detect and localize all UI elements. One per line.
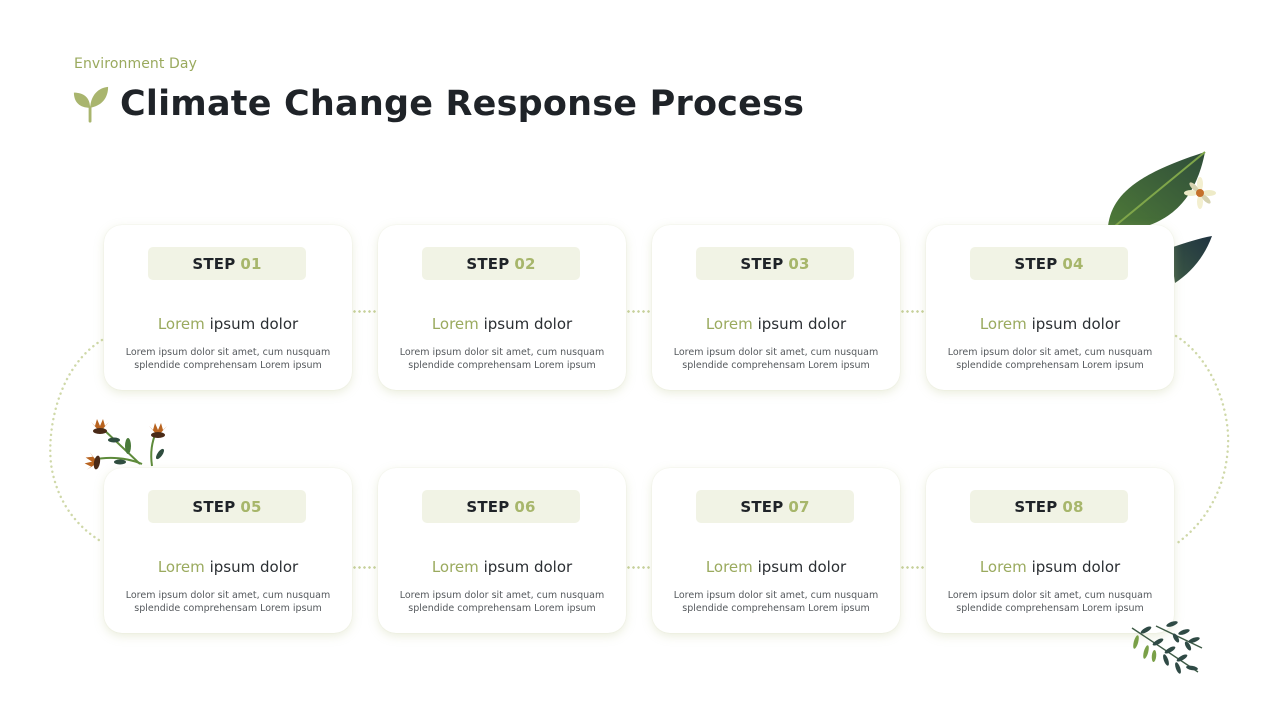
flower-sprig-icon	[84, 419, 167, 470]
fern-sprig-icon	[1131, 621, 1203, 674]
step-heading: Lorem ipsum dolor	[705, 558, 847, 576]
step-heading: Lorem ipsum dolor	[157, 315, 299, 333]
connector-7-8	[900, 566, 926, 569]
step-heading: Lorem ipsum dolor	[705, 315, 847, 333]
step-heading: Lorem ipsum dolor	[157, 558, 299, 576]
step-heading: Lorem ipsum dolor	[431, 558, 573, 576]
connector-arc-left	[49, 338, 104, 544]
connector-2-3	[626, 310, 652, 313]
connector-3-4	[900, 310, 926, 313]
page-title: Climate Change Response Process	[120, 84, 805, 124]
connector-6-7	[626, 566, 652, 569]
tropical-leaf-icon	[1108, 151, 1216, 283]
sprout-icon	[73, 86, 109, 123]
step-heading: Lorem ipsum dolor	[431, 315, 573, 333]
subtitle: Environment Day	[74, 56, 197, 72]
step-heading: Lorem ipsum dolor	[979, 315, 1121, 333]
step-heading: Lorem ipsum dolor	[979, 558, 1121, 576]
connector-5-6	[352, 566, 378, 569]
connector-arc-right	[1174, 334, 1230, 546]
connector-1-2	[352, 310, 378, 313]
title-row: Climate Change Response Process	[72, 84, 804, 124]
